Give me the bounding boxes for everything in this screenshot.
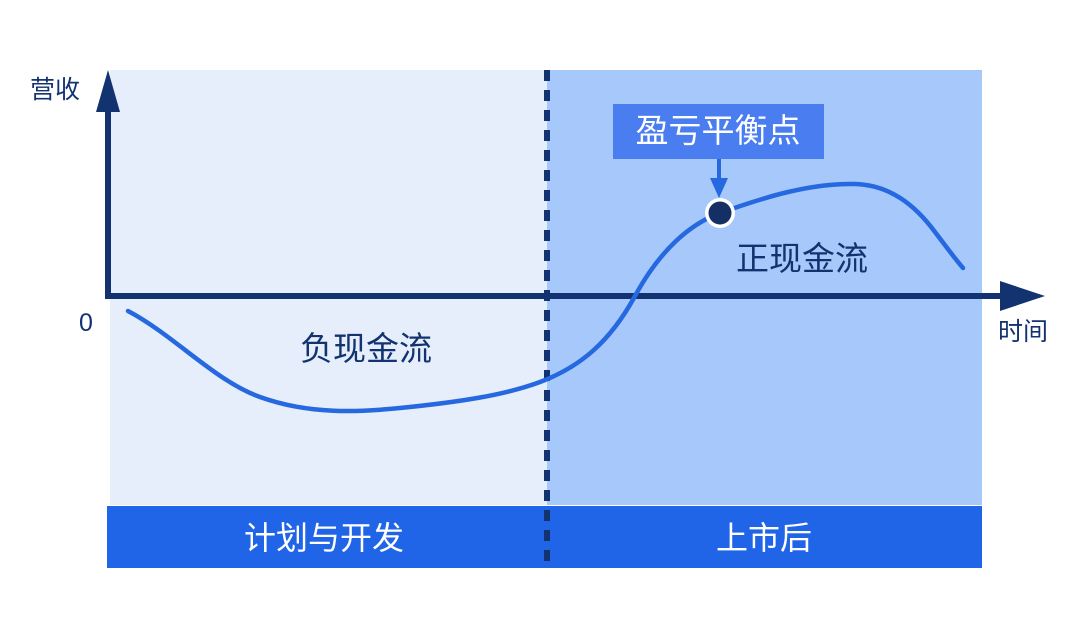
phase-band-planning (110, 70, 547, 505)
positive-cash-flow-label: 正现金流 (736, 240, 868, 277)
zero-tick-label: 0 (79, 309, 93, 337)
break-even-callout-arrowhead (710, 178, 728, 198)
x-axis-label: 时间 (998, 318, 1048, 346)
break-even-callout-box[interactable] (613, 104, 824, 159)
y-axis-arrowhead (96, 70, 120, 112)
phase-label-planning: 计划与开发 (244, 520, 404, 556)
phase-label-post-launch: 上市后 (716, 520, 812, 556)
break-even-marker[interactable] (708, 201, 732, 225)
negative-cash-flow-label: 负现金流 (300, 330, 432, 367)
y-axis-label: 营收 (30, 76, 80, 104)
cash-flow-curve (125, 181, 966, 414)
x-axis-arrowhead (1000, 281, 1045, 311)
break-even-callout-label: 盈亏平衡点 (636, 112, 801, 149)
